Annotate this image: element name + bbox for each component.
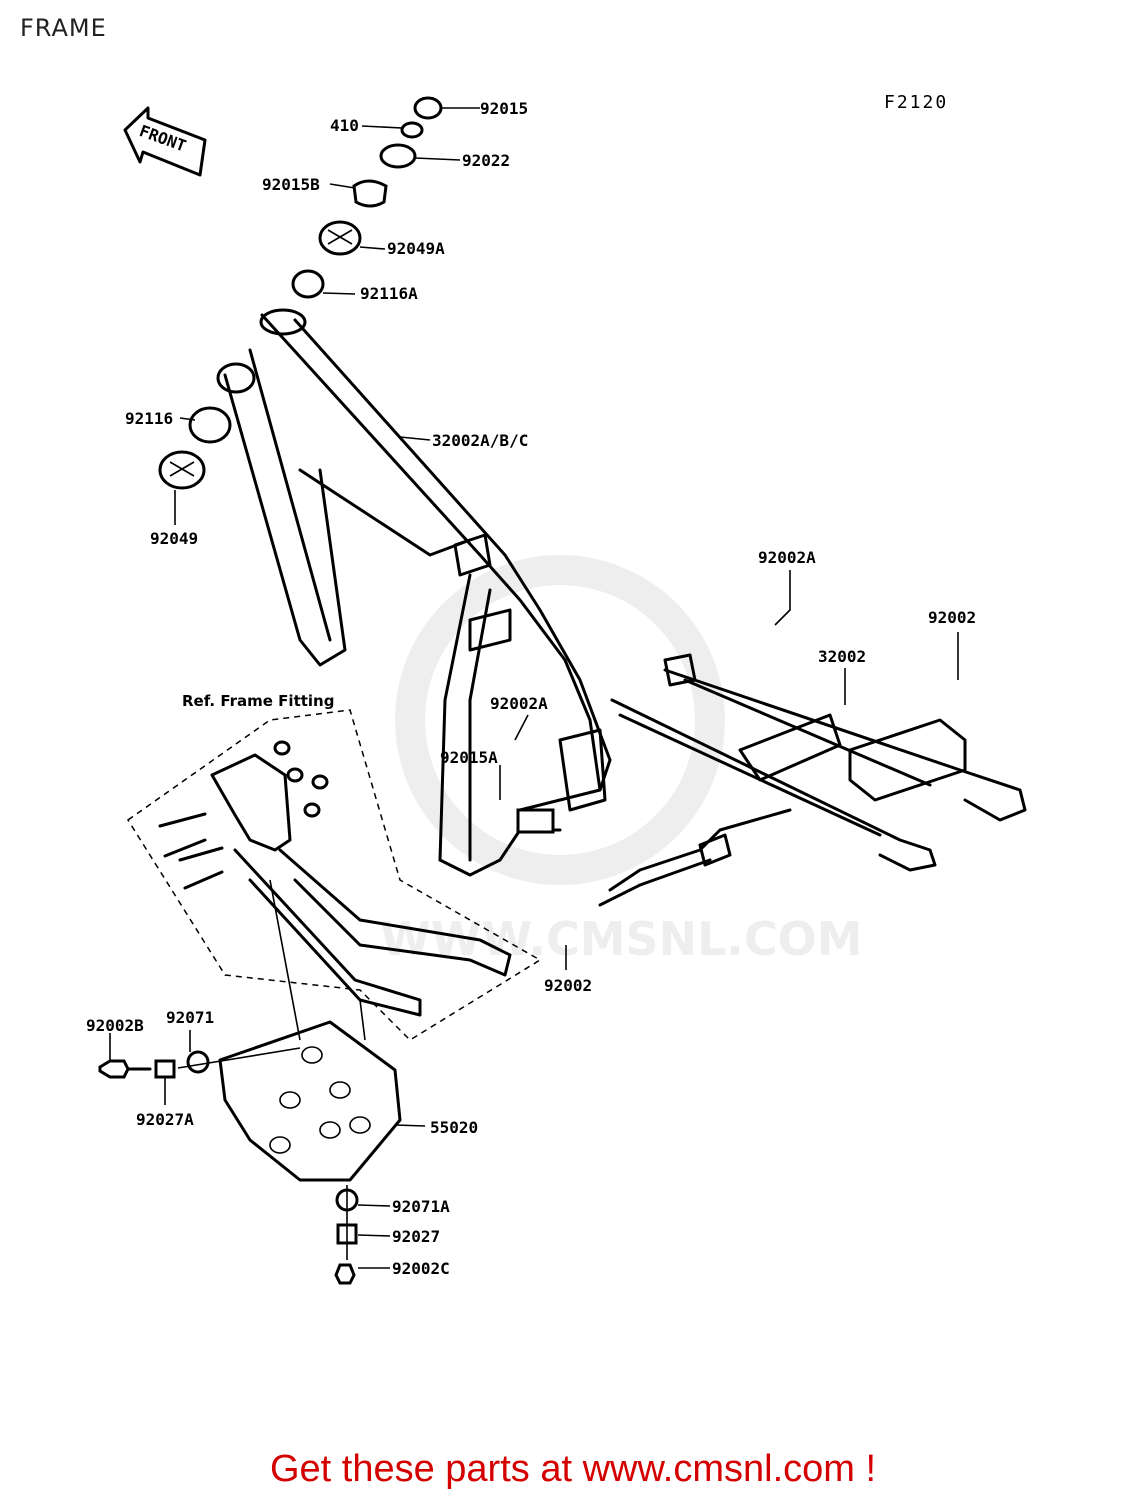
bearing-92049 [158, 450, 206, 490]
label-92049A: 92049A [387, 239, 445, 258]
figure-code: F2120 [884, 92, 949, 113]
watermark-text: WWW.CMSNL.COM [380, 912, 863, 966]
label-92116: 92116 [125, 409, 173, 428]
bearing-92049A [318, 220, 362, 256]
label-92027A: 92027A [136, 1110, 194, 1129]
skid-plate-55020 [218, 879, 402, 1182]
label-55020: 55020 [430, 1118, 478, 1137]
footer-link[interactable]: Get these parts at www.cmsnl.com ! [269, 1448, 877, 1490]
washer-410 [400, 121, 424, 139]
label-92022: 92022 [462, 151, 510, 170]
steering-stem-parts [158, 96, 443, 490]
label-92071: 92071 [166, 1008, 214, 1027]
main-frame [216, 308, 612, 877]
label-92002-bottom: 92002 [544, 976, 592, 995]
race-92116 [188, 406, 232, 444]
label-92116A: 92116A [360, 284, 418, 303]
label-92002-right: 92002 [928, 608, 976, 627]
nut-92015B [352, 179, 388, 208]
label-92015: 92015 [480, 99, 528, 118]
label-92015B: 92015B [262, 175, 320, 194]
washer-92022 [379, 143, 417, 169]
nut-92015 [413, 96, 443, 120]
label-92002C: 92002C [392, 1259, 450, 1278]
label-92027: 92027 [392, 1227, 440, 1246]
race-92116A [291, 269, 325, 299]
frame-exploded-diagram: WWW.CMSNL.COM FRONT [86, 96, 1027, 1285]
front-arrow-label: FRONT [137, 121, 189, 155]
label-92015A: 92015A [440, 748, 498, 767]
ref-frame-fitting-label: Ref. Frame Fitting [182, 692, 334, 710]
part-labels: 92015 410 92022 92015B 92049A 92116A 921… [86, 99, 976, 1278]
ref-frame-fitting-region: Ref. Frame Fitting [126, 692, 542, 1041]
label-32002: 32002 [818, 647, 866, 666]
front-arrow-icon: FRONT [123, 106, 207, 177]
label-92002A-top: 92002A [758, 548, 816, 567]
rear-subframe-32002 [598, 653, 1027, 907]
label-32002ABC: 32002A/B/C [432, 431, 528, 450]
label-92002B: 92002B [86, 1016, 144, 1035]
skid-plate-fasteners [98, 1047, 359, 1285]
label-92071A: 92071A [392, 1197, 450, 1216]
leader-lines [109, 107, 959, 1269]
label-410: 410 [330, 116, 359, 135]
page-title: FRAME [20, 14, 107, 42]
label-92049: 92049 [150, 529, 198, 548]
label-92002A-mid: 92002A [490, 694, 548, 713]
watermark: WWW.CMSNL.COM [380, 555, 863, 966]
